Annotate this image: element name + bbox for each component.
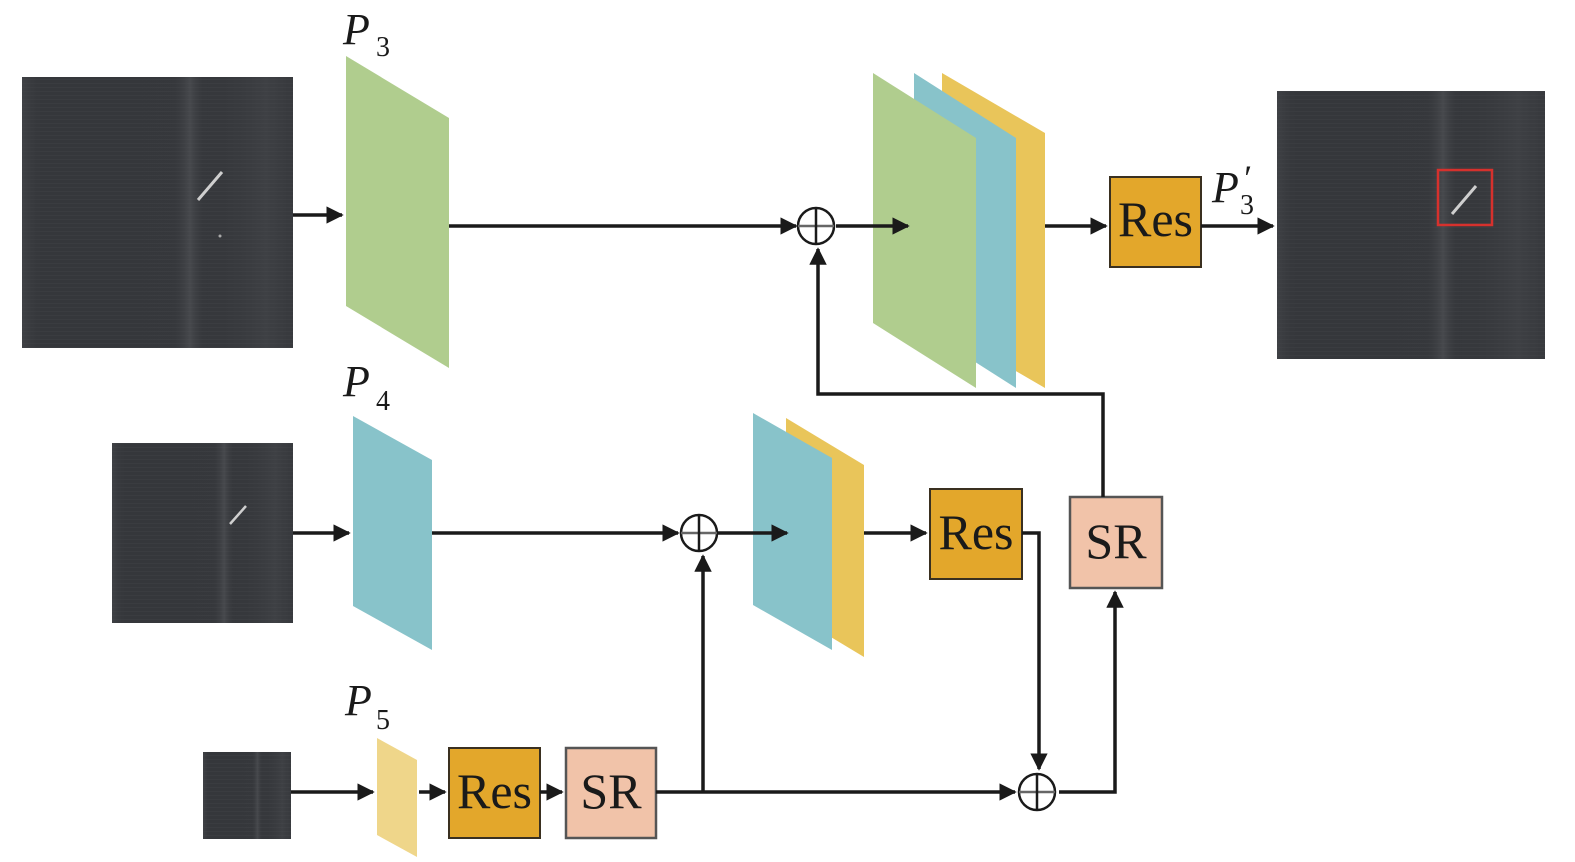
res-block-mid: Res	[929, 488, 1023, 580]
sum-node-top	[796, 206, 836, 246]
res-block-top: Res	[1109, 176, 1202, 268]
input-image-p5	[203, 752, 291, 839]
svg-text:′: ′	[1242, 158, 1251, 198]
svg-text:Res: Res	[1118, 191, 1193, 247]
output-image	[1277, 91, 1545, 359]
res-block-bottom: Res	[448, 747, 541, 839]
svg-text:SR: SR	[580, 763, 642, 819]
arrow-sum-bottom-to-sr-mid	[1059, 590, 1124, 794]
sum-node-mid	[679, 513, 719, 553]
label-p5: P 5	[344, 676, 390, 736]
label-p3-prime: P ′ 3	[1211, 158, 1254, 221]
svg-text:5: 5	[376, 705, 390, 736]
concat-stack-mid	[753, 413, 864, 657]
svg-text:4: 4	[376, 386, 390, 417]
svg-text:Res: Res	[939, 504, 1014, 560]
concat-stack-top	[873, 73, 1045, 388]
svg-text:P: P	[342, 5, 370, 54]
p5-feature-plane	[377, 738, 417, 857]
sr-block-mid: SR	[1068, 495, 1164, 590]
input-image-p4	[112, 443, 293, 623]
svg-text:SR: SR	[1085, 513, 1147, 569]
svg-text:3: 3	[1240, 190, 1254, 221]
p4-feature-plane	[353, 416, 432, 650]
svg-text:P: P	[342, 357, 370, 406]
label-p3: P 3	[342, 5, 390, 63]
svg-text:3: 3	[376, 32, 390, 63]
sum-node-bottom	[1017, 772, 1057, 812]
arrow-res-mid-to-sum-bottom	[1022, 531, 1048, 771]
svg-text:P: P	[1211, 163, 1239, 212]
label-p4: P 4	[342, 357, 390, 417]
svg-text:P: P	[344, 676, 372, 725]
detection-box	[1436, 168, 1494, 227]
svg-text:Res: Res	[457, 763, 532, 819]
arrow-sr-mid-to-sum-top	[809, 247, 1105, 497]
input-image-p3	[22, 77, 293, 348]
sr-block-bottom: SR	[564, 746, 658, 840]
p3-feature-plane	[346, 56, 449, 368]
